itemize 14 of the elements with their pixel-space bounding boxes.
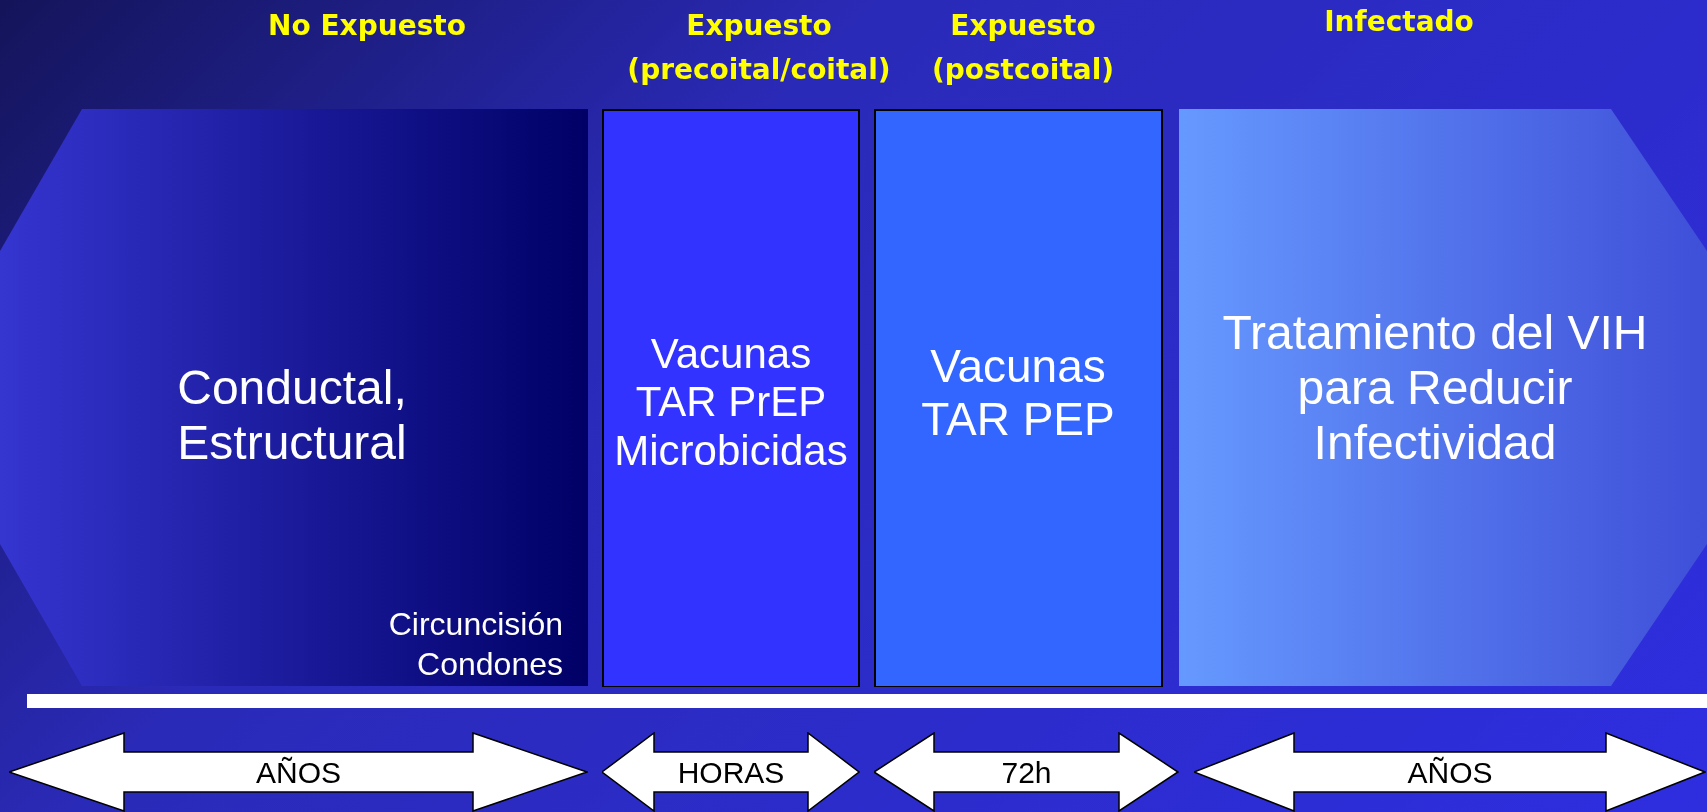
panel-note: Circuncisión Condones [387, 605, 563, 684]
arrow-label: AÑOS [255, 755, 342, 791]
timeline-bar [27, 694, 1707, 708]
arrow-label: HORAS [676, 755, 786, 791]
panel-text: Vacunas TAR PEP [920, 340, 1116, 446]
panel-heading: Expuesto (postcoital) [930, 8, 1116, 88]
panel-text: Conductal, Estructural [176, 360, 408, 471]
arrow-label: AÑOS [1406, 755, 1494, 791]
arrow-label: 72h [1000, 755, 1053, 791]
panel-text: Vacunas TAR PrEP Microbicidas [613, 330, 849, 475]
panel-heading: Expuesto (precoital/coital) [626, 8, 892, 88]
panel-text: Tratamiento del VIH para Reducir Infectividad [1221, 305, 1649, 471]
panel-heading: Infectado [1323, 4, 1475, 40]
panel-heading: No Expuesto [267, 8, 467, 44]
